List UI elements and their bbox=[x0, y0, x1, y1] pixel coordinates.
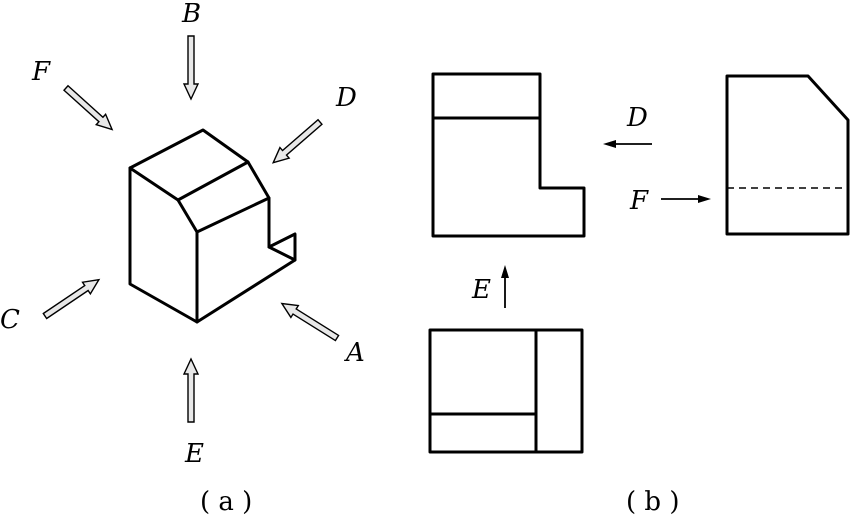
caption-a: ( a ) bbox=[200, 487, 252, 517]
arrow-D bbox=[271, 118, 323, 164]
label-b-D: D bbox=[626, 103, 648, 133]
label-A: A bbox=[344, 338, 365, 368]
caption-b: ( b ) bbox=[626, 487, 679, 517]
arrow-b-D bbox=[603, 140, 652, 148]
label-E: E bbox=[184, 439, 204, 469]
arrow-b-F bbox=[661, 195, 711, 203]
front-view bbox=[431, 72, 586, 238]
solid-top-front-edge bbox=[128, 166, 180, 202]
solid-chamfer-front bbox=[176, 198, 199, 234]
side-view bbox=[725, 74, 850, 236]
label-b-E: E bbox=[471, 275, 491, 305]
arrow-B bbox=[182, 35, 200, 101]
label-D: D bbox=[335, 83, 357, 113]
solid-step-edge bbox=[267, 245, 297, 262]
label-b-F: F bbox=[629, 186, 649, 216]
solid-top-ridge bbox=[176, 160, 250, 202]
label-F: F bbox=[31, 57, 51, 87]
bottom-view bbox=[428, 328, 584, 454]
solid-outline bbox=[128, 128, 297, 324]
solid-chamfer-right bbox=[195, 196, 271, 234]
label-C: C bbox=[0, 305, 20, 335]
arrow-F bbox=[63, 84, 114, 131]
label-B: B bbox=[181, 0, 201, 29]
arrow-A bbox=[280, 302, 340, 342]
arrow-E bbox=[182, 357, 200, 423]
isometric-solid bbox=[128, 128, 297, 324]
arrow-C bbox=[42, 278, 101, 320]
arrow-b-E bbox=[501, 265, 509, 308]
